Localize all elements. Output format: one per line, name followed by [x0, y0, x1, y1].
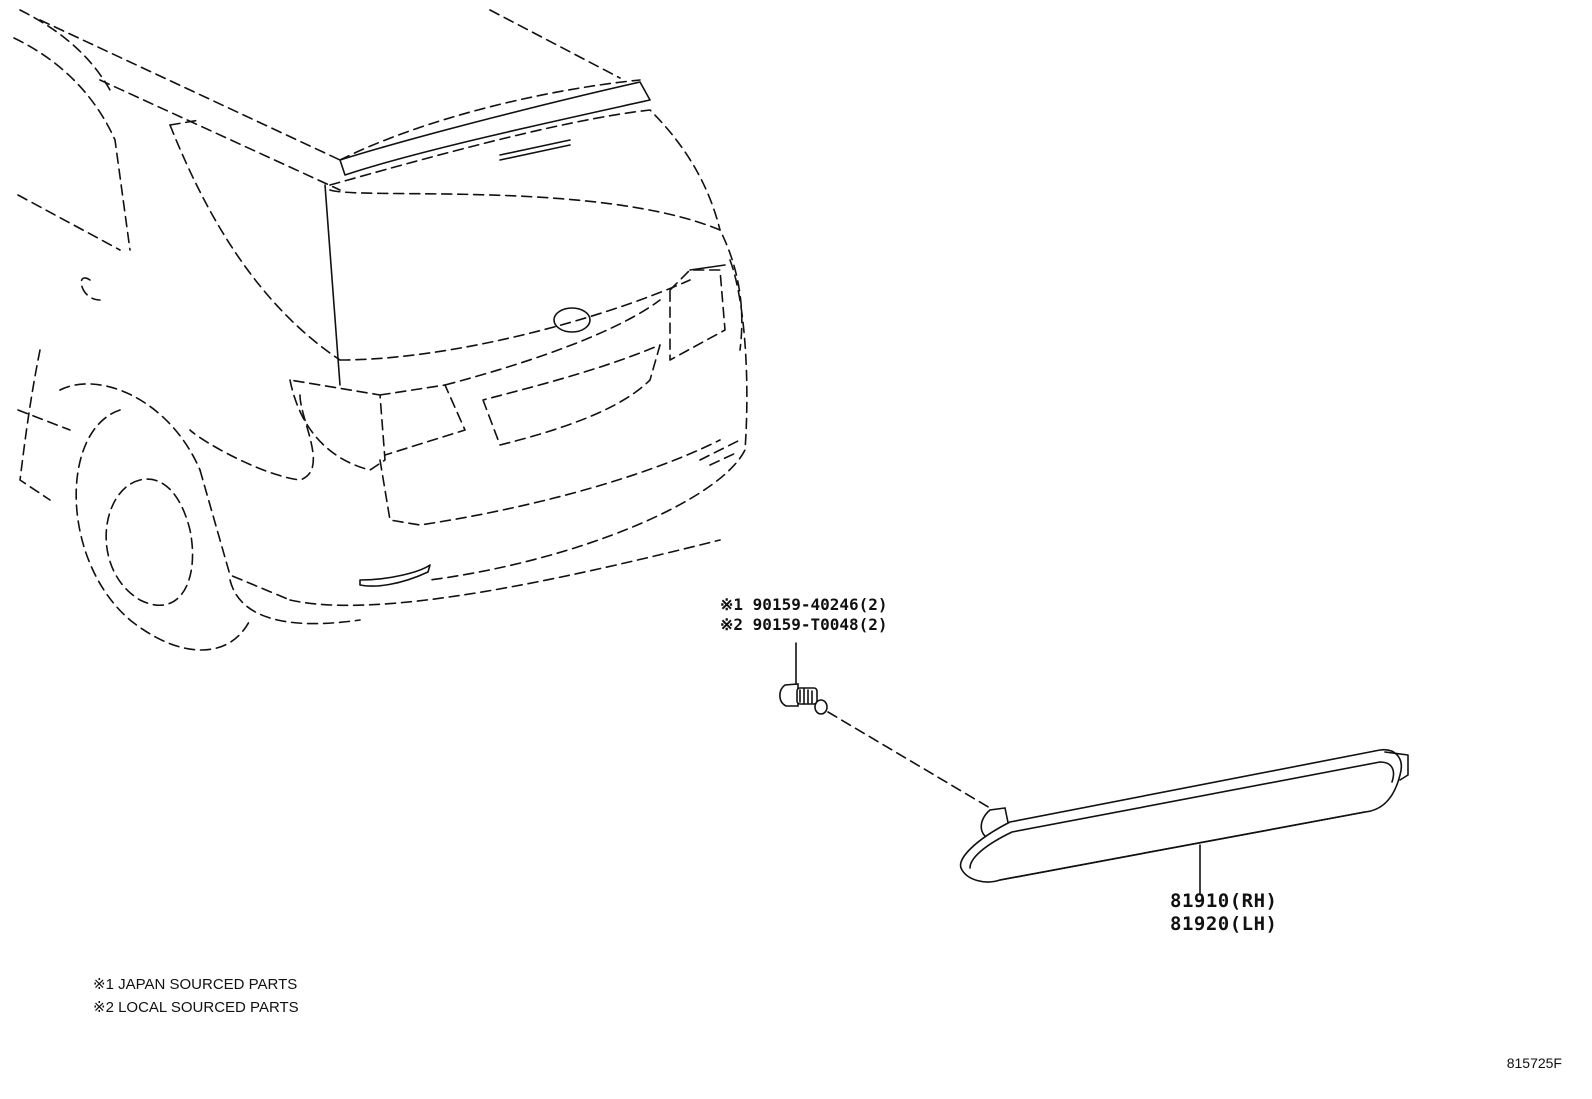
reflector-part-number-rh: 81910(RH) — [1170, 890, 1278, 912]
note-japan-sourced: ※1 JAPAN SOURCED PARTS — [93, 976, 298, 993]
vehicle-outline — [13, 9, 748, 651]
reflector-icon — [959, 749, 1409, 883]
sourcing-notes: ※1 JAPAN SOURCED PARTS ※2 LOCAL SOURCED … — [93, 973, 299, 1019]
bolt-icon — [779, 683, 828, 715]
vehicle-details — [324, 81, 726, 587]
reflector-part-number-lh: 81920(LH) — [1170, 913, 1278, 935]
note-local-sourced: ※2 LOCAL SOURCED PARTS — [93, 999, 299, 1016]
bolt-part-number-2: ※2 90159-T0048(2) — [720, 615, 888, 634]
bolt-part-number-1: ※1 90159-40246(2) — [720, 595, 888, 614]
assembly-line — [827, 711, 991, 809]
figure-number: 815725F — [1506, 1055, 1562, 1071]
